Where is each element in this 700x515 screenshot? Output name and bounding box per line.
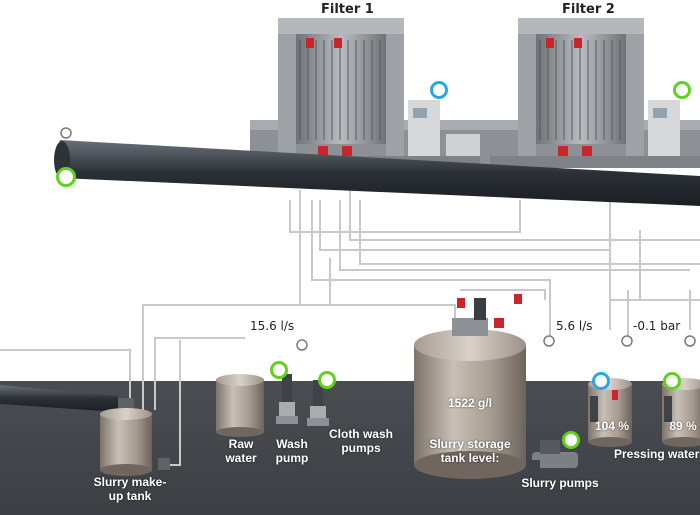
- slurry-storage-level-value: 1522 g/l: [447, 396, 493, 410]
- slurry-pump-unit: [528, 440, 578, 472]
- raw-water-tank: [216, 374, 264, 437]
- slurry-pumps-label: Slurry pumps: [521, 476, 599, 490]
- pressing-tank-2-level: 89 %: [669, 419, 697, 433]
- wash-pump-unit: [276, 374, 298, 424]
- cloth-wash-pumps-label: Cloth wash pumps: [328, 427, 393, 455]
- slurry-makeup-tank-label: Slurry make- up tank: [93, 475, 167, 503]
- status-indicator-pressing-tank-2[interactable]: [663, 372, 681, 390]
- idle-marker: [621, 335, 633, 347]
- filter-2: [490, 18, 700, 168]
- filter-2-title[interactable]: Filter 2: [562, 2, 615, 17]
- pressing-tank-1-level: 104 %: [594, 419, 630, 433]
- storage-outlet-flow-readout: 5.6 l/s: [556, 319, 593, 333]
- status-indicator-slurry-pump[interactable]: [562, 431, 580, 449]
- raw-water-label: Raw water: [225, 437, 257, 465]
- idle-marker: [543, 335, 555, 347]
- filter-1-title[interactable]: Filter 1: [321, 2, 374, 17]
- pressing-pressure-readout: -0.1 bar: [633, 319, 681, 333]
- filter-1: [250, 18, 480, 168]
- idle-marker: [60, 127, 72, 139]
- cloth-wash-pump-unit: [307, 380, 329, 426]
- status-indicator-wash-pump[interactable]: [270, 361, 288, 379]
- idle-marker: [296, 339, 308, 351]
- slurry-makeup-tank: [100, 408, 170, 476]
- pipe-network: [0, 190, 700, 466]
- idle-marker: [684, 335, 696, 347]
- status-indicator-conveyor[interactable]: [56, 167, 76, 187]
- status-indicator-pressing-tank-1[interactable]: [592, 372, 610, 390]
- slurry-flow-readout: 15.6 l/s: [250, 319, 295, 333]
- makeup-conveyor: [0, 385, 118, 412]
- wash-pump-label: Wash pump: [275, 437, 309, 465]
- pressing-water-label: Pressing water: [614, 447, 700, 461]
- slurry-storage-tank: [414, 294, 526, 479]
- status-indicator-filter-2-panel[interactable]: [673, 81, 691, 99]
- status-indicator-cloth-wash-pump[interactable]: [318, 371, 336, 389]
- cake-conveyor: [56, 140, 700, 206]
- pressing-water-tank-1: [588, 378, 632, 447]
- status-indicator-filter-1-panel[interactable]: [430, 81, 448, 99]
- slurry-storage-level-label: Slurry storage tank level:: [429, 437, 511, 465]
